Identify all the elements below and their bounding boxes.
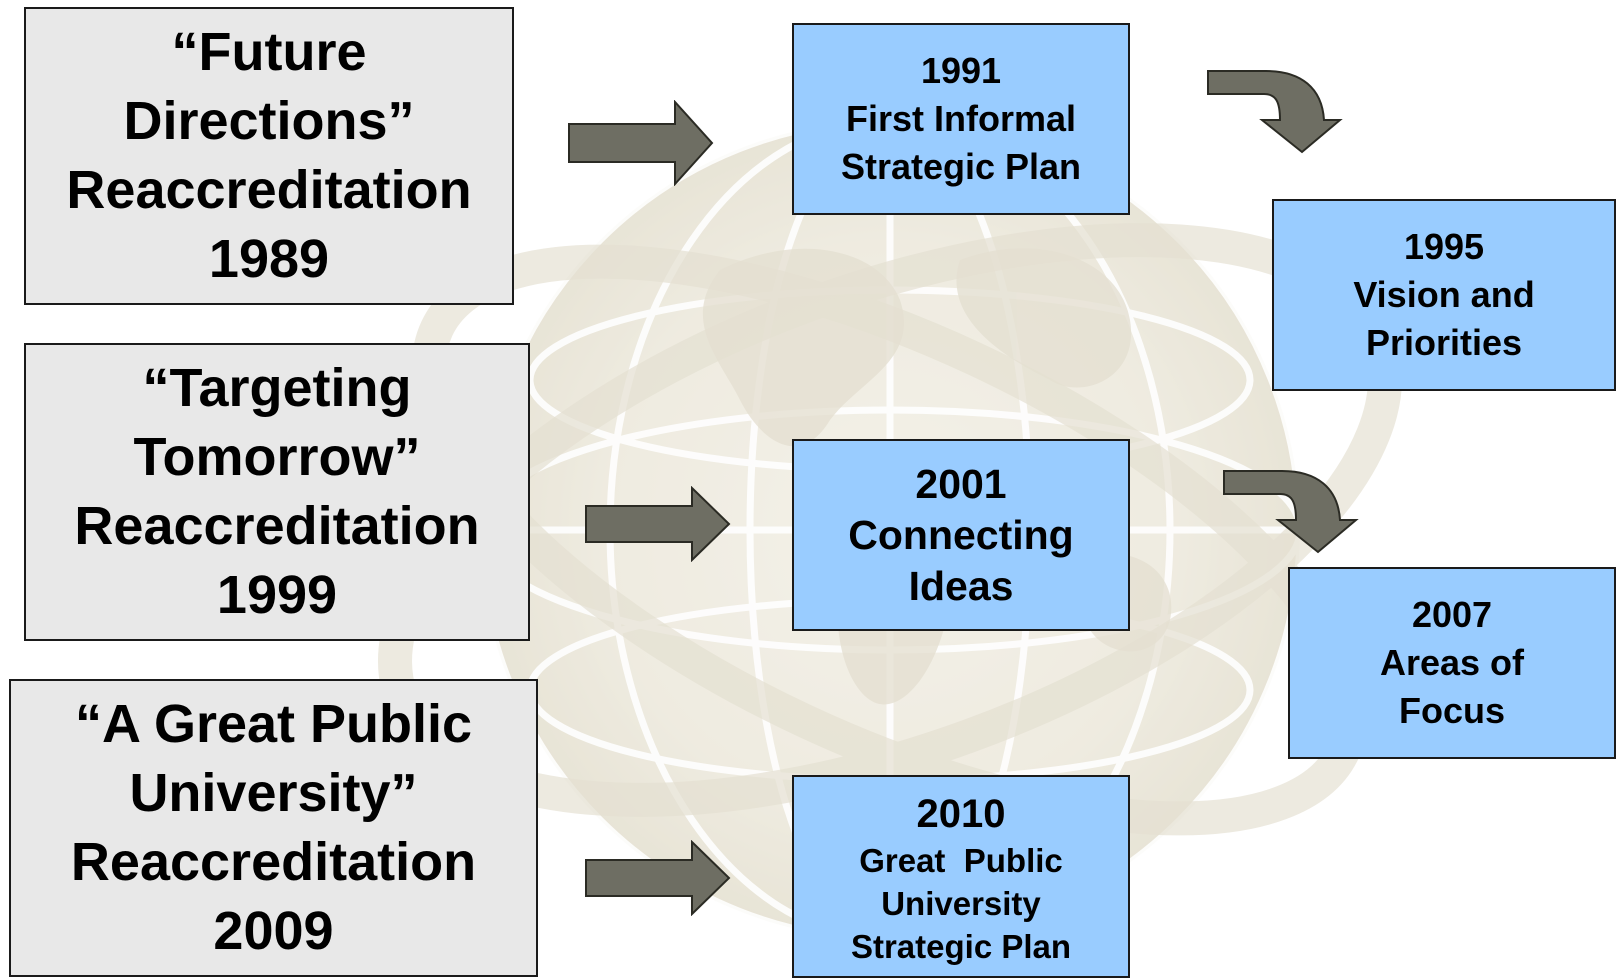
plan-title-line: Focus	[1398, 690, 1505, 731]
reaccreditation-title-line: Directions”	[123, 91, 415, 151]
reaccreditation-title-line: University”	[129, 763, 418, 823]
reaccreditation-box-2009: “A Great Public University” Reaccreditat…	[9, 679, 538, 977]
plan-year: 1995	[1403, 226, 1485, 267]
reaccreditation-title-line: “Targeting	[142, 358, 412, 418]
plan-year: 2010	[916, 792, 1006, 836]
plan-title-line: Strategic Plan	[850, 928, 1072, 965]
reaccreditation-title-line: “A Great Public	[74, 694, 473, 754]
reaccreditation-title-line: “Future	[171, 22, 367, 82]
plan-box-2007: 2007 Areas of Focus	[1288, 567, 1616, 759]
plan-year: 1991	[920, 50, 1002, 91]
reaccreditation-year: 1999	[216, 565, 338, 625]
plan-box-1991: 1991 First Informal Strategic Plan	[792, 23, 1130, 215]
curved-down-arrow-icon	[1207, 70, 1343, 154]
reaccreditation-year: 2009	[213, 901, 334, 961]
plan-title-line: Vision and	[1353, 274, 1535, 315]
plan-box-2010: 2010 Great Public University Strategic P…	[792, 775, 1130, 978]
plan-box-2001: 2001 Connecting Ideas	[792, 439, 1130, 631]
reaccreditation-year: 1989	[208, 229, 330, 289]
plan-box-1995: 1995 Vision and Priorities	[1272, 199, 1616, 391]
right-arrow-icon	[585, 486, 731, 562]
plan-title-line: Areas of	[1379, 642, 1525, 683]
plan-year: 2007	[1411, 594, 1493, 635]
reaccreditation-label: Reaccreditation	[74, 496, 480, 556]
reaccreditation-label: Reaccreditation	[66, 160, 472, 220]
curved-down-arrow-icon	[1223, 470, 1359, 554]
plan-title-line: Connecting	[848, 511, 1074, 558]
plan-title-line: University	[881, 885, 1041, 922]
reaccreditation-label: Reaccreditation	[70, 832, 477, 892]
reaccreditation-box-1999: “Targeting Tomorrow” Reaccreditation 199…	[24, 343, 530, 641]
plan-year: 2001	[915, 460, 1007, 507]
reaccreditation-box-1989: “Future Directions” Reaccreditation 1989	[24, 7, 514, 305]
right-arrow-icon	[585, 840, 731, 916]
plan-title-line: First Informal	[845, 98, 1077, 139]
plan-title-line: Ideas	[908, 562, 1014, 609]
plan-title-line: Priorities	[1365, 322, 1523, 363]
plan-title-line: Strategic Plan	[840, 146, 1082, 187]
reaccreditation-title-line: Tomorrow”	[133, 427, 421, 487]
plan-title-line: Great Public	[859, 842, 1063, 879]
right-arrow-icon	[568, 100, 714, 186]
